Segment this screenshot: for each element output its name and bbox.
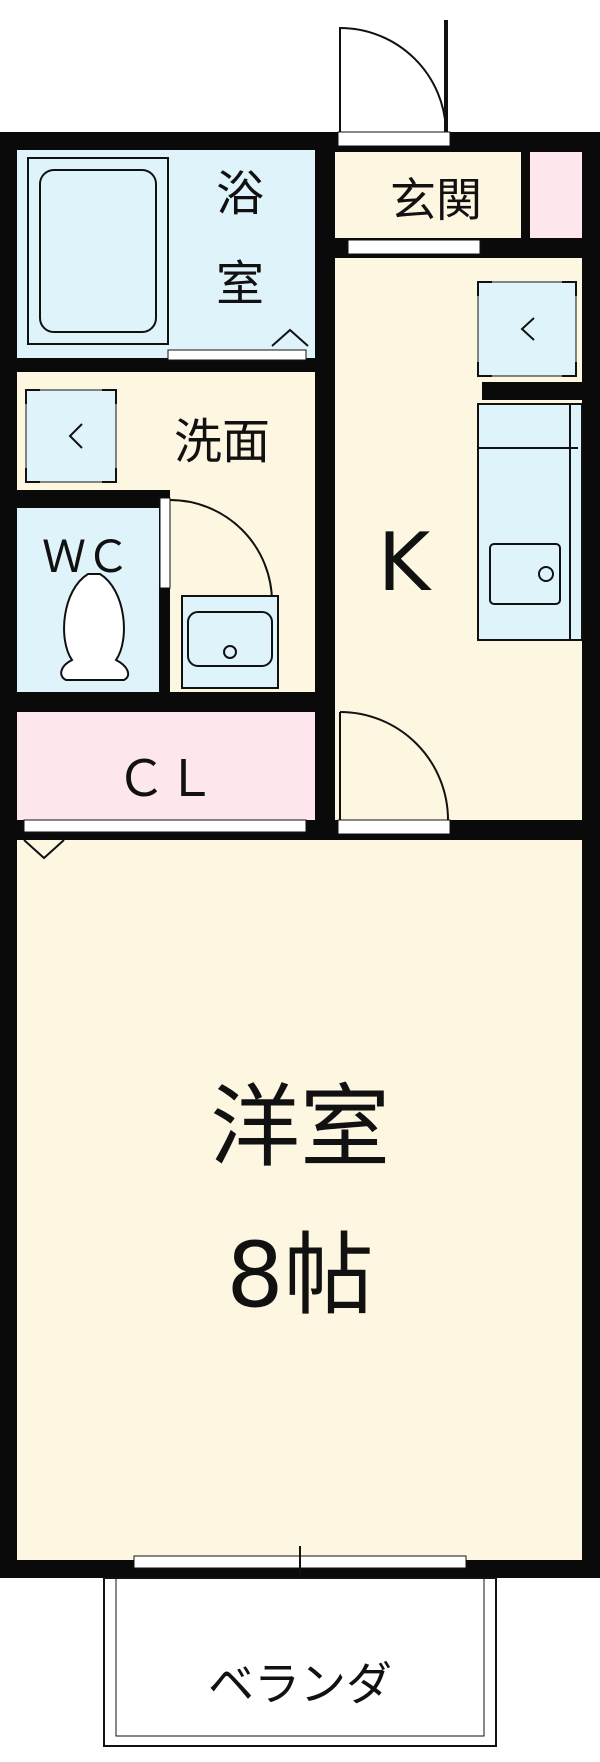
balcony-outline <box>103 1577 497 1747</box>
bath-sliding-door <box>167 349 307 361</box>
entry-door-threshold <box>337 131 451 147</box>
fridge-arrow-icon <box>520 317 535 341</box>
closet-sliding-door <box>23 819 307 833</box>
room-door-threshold <box>337 819 451 835</box>
bathtub-inner <box>39 169 157 333</box>
closet-door-marker <box>23 839 65 860</box>
entrance-step <box>347 239 481 255</box>
label-western-room-size: 8帖 <box>226 1223 373 1328</box>
label-western-room: 洋室 <box>210 1075 390 1180</box>
wc-door-leaf <box>159 497 171 589</box>
kitchen-sink <box>489 543 561 605</box>
label-entrance: 玄関 <box>390 173 482 227</box>
washer-arrow-icon <box>68 423 83 449</box>
bathtub <box>27 157 169 345</box>
shoe-box-area <box>530 152 582 238</box>
basin-drain <box>223 645 237 659</box>
wash-basin <box>181 595 279 689</box>
wash-basin-bowl <box>187 611 273 667</box>
wc-door-swing <box>169 499 273 603</box>
bath-drain-mark <box>271 328 309 347</box>
label-wc: ＷＣ <box>42 532 130 583</box>
entry-door-swing <box>339 26 447 133</box>
closet-area <box>17 712 315 820</box>
label-balcony: ベランダ <box>208 1657 392 1711</box>
washer-corner-marks <box>25 389 117 483</box>
toilet-bowl <box>60 573 130 681</box>
kitchen-counter <box>477 403 583 641</box>
room-door-swing <box>339 711 449 821</box>
sink-drain <box>538 566 554 582</box>
label-bath: 浴 <box>216 166 264 222</box>
western-room-area <box>17 840 582 1560</box>
fridge-corner-marks <box>477 281 577 377</box>
label-kitchen: K <box>378 516 433 609</box>
label-closet: ＣＬ <box>116 750 216 808</box>
label-bath2: 室 <box>216 256 264 312</box>
fridge-space <box>477 281 577 377</box>
label-washroom: 洗面 <box>174 414 270 470</box>
entrance-area <box>335 152 521 238</box>
kitchen-partition-wall <box>322 490 335 840</box>
balcony-rail <box>115 1577 485 1737</box>
counter-partition <box>482 382 582 400</box>
bathroom-area <box>17 150 315 358</box>
